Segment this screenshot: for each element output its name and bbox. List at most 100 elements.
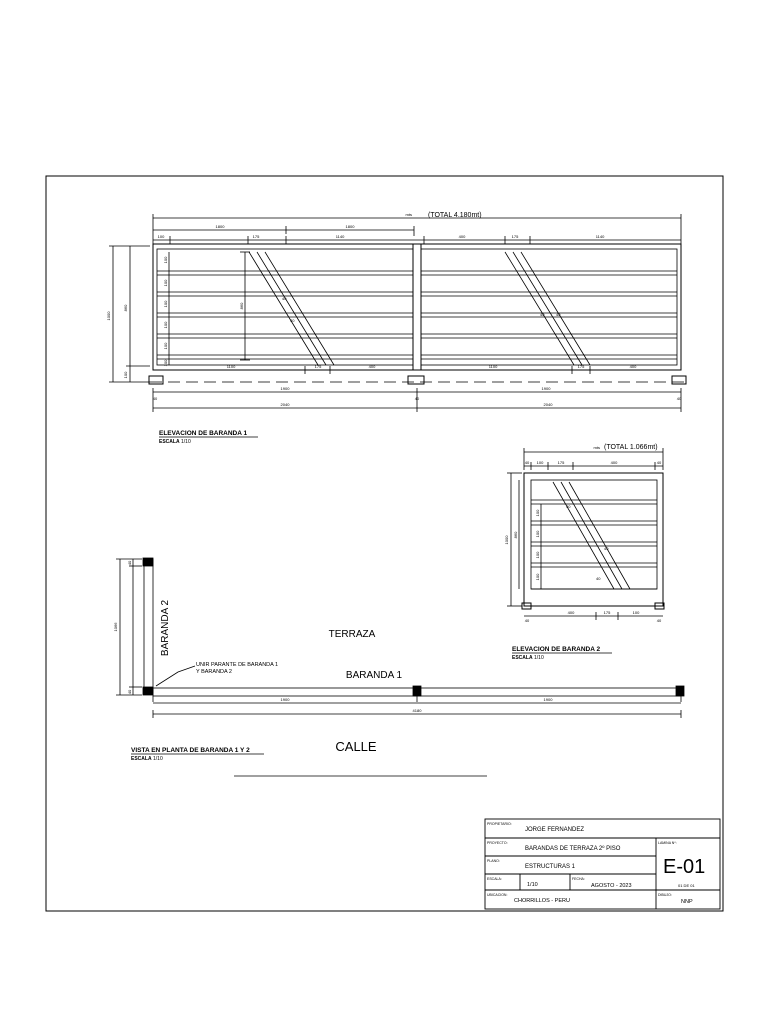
plan-baranda2-label: BARANDA 2: [160, 599, 171, 656]
b1-span-2: 1900: [542, 386, 552, 391]
b1-scale-label: ESCALA: [159, 439, 180, 445]
b1-sub-4: 400: [459, 234, 466, 239]
plan-baranda1-label: BARANDA 1: [346, 670, 403, 681]
tb-proyecto: BARANDAS DE TERRAZA 2º PISO: [525, 845, 621, 852]
plan-note-line1: UNIR PARANTE DE BARANDA 1: [196, 662, 278, 668]
baranda2-elevation: [507, 448, 665, 620]
tb-proyecto-label: PROYECTO:: [487, 841, 508, 845]
b1-post-3: 40: [677, 396, 682, 401]
plan-scale: 1/10: [153, 756, 163, 762]
b2-gap-3: 100: [535, 551, 540, 558]
b1-sub-6: 1140: [596, 234, 605, 239]
plan-h-total: 4180: [413, 708, 423, 713]
tb-lamina-sub: 01 DE 01: [678, 883, 695, 888]
plan-v-total: 1066: [113, 622, 118, 632]
tb-escala-label: ESCALA:: [487, 877, 502, 881]
b1-sub-5: 175: [512, 234, 519, 239]
b2-post-2: 40: [657, 618, 662, 623]
b1-gap-2: 100: [163, 279, 168, 286]
b2-top-2: 100: [537, 460, 544, 465]
b2-gap-2: 100: [535, 530, 540, 537]
b1-gap-5: 100: [163, 342, 168, 349]
plan-view: [116, 557, 685, 777]
b1-bottom-2: 2040: [544, 402, 554, 407]
plan-v-a: 40: [127, 560, 132, 565]
b1-left-total: 1000: [106, 311, 111, 321]
title-block-texts: PROPIETARIO: JORGE FERNANDEZ PROYECTO: B…: [487, 822, 705, 905]
b1-diag-2: 40: [290, 318, 295, 323]
b2-base-2: 175: [604, 610, 611, 615]
plan-caption: VISTA EN PLANTA DE BARANDA 1 Y 2 ESCALA …: [131, 747, 264, 762]
plan-note-line2: Y BARANDA 2: [196, 669, 232, 675]
plan-h-1: 1900: [281, 697, 291, 702]
title-block: [484, 818, 721, 910]
tb-propietario-label: PROPIETARIO:: [487, 822, 512, 826]
b2-left-inner: 860: [513, 531, 518, 538]
b1-total-prefix: mts: [406, 212, 412, 217]
b1-span-1: 1900: [281, 386, 291, 391]
b2-left-total: 1000: [504, 535, 509, 545]
b2-top-4: 400: [611, 460, 618, 465]
b1-base-4: 1100: [489, 364, 498, 369]
b1-base-1: 1100: [227, 364, 236, 369]
b1-post-2: 40: [415, 396, 420, 401]
plan-h-2: 1900: [544, 697, 554, 702]
b1-scale: 1/10: [181, 439, 191, 445]
b2-diag-3: 40: [596, 576, 601, 581]
b2-base-1: 400: [568, 610, 575, 615]
tb-fecha-label: FECHA:: [572, 877, 585, 881]
b1-sub-1: 100: [158, 234, 165, 239]
b2-scale: 1/10: [534, 655, 544, 661]
b1-top-b: 1800: [346, 224, 356, 229]
tb-ubicacion-label: UBICACION:: [487, 893, 507, 897]
sheet-border: [45, 175, 724, 912]
tb-propietario: JORGE FERNANDEZ: [525, 827, 584, 833]
baranda2-caption: ELEVACION DE BARANDA 2 ESCALA 1/10: [512, 646, 612, 661]
tb-ubicacion: CHORRILLOS - PERU: [514, 898, 570, 904]
b1-post-1: 40: [153, 396, 158, 401]
plan-v-b: 40: [127, 689, 132, 694]
b2-total: (TOTAL 1.066mt): [604, 444, 658, 451]
tb-lamina-label: LAMINA Nº:: [658, 841, 677, 845]
b1-gap-4: 100: [163, 321, 168, 328]
b2-post-1: 40: [525, 618, 530, 623]
b1-bottom-1: 2040: [281, 402, 291, 407]
plan-terraza-label: TERRAZA: [329, 629, 376, 640]
b1-gap-1: 100: [163, 256, 168, 263]
plan-texts: 1066 40 40 1900 1900 4180 BARANDA 2 BARA…: [113, 560, 553, 754]
tb-escala: 1/10: [527, 882, 538, 888]
b1-base-3: 400: [369, 364, 376, 369]
baranda2-dim-texts: mts (TOTAL 1.066mt) 40 100 175 400 40 10…: [504, 444, 662, 623]
b1-inner-h: 860: [239, 302, 244, 309]
b1-gap-3: 100: [163, 300, 168, 307]
b2-total-prefix: mts: [594, 445, 600, 450]
b1-base-2: 175: [315, 364, 322, 369]
b2-base-3: 100: [633, 610, 640, 615]
baranda1-caption: ELEVACION DE BARANDA 1 ESCALA 1/10: [159, 430, 258, 445]
tb-dibujo: NNP: [681, 899, 693, 905]
baranda1-dim-texts: mts (TOTAL 4.180mt) 1800 1800 100 175 11…: [106, 212, 682, 407]
tb-lamina: E-01: [663, 856, 705, 878]
b1-base-5: 175: [578, 364, 585, 369]
b2-top-1: 40: [525, 460, 530, 465]
plan-title: VISTA EN PLANTA DE BARANDA 1 Y 2: [131, 747, 250, 754]
tb-fecha: AGOSTO - 2023: [591, 883, 632, 889]
b1-base-6: 400: [630, 364, 637, 369]
b2-scale-label: ESCALA: [512, 655, 533, 661]
b1-diag-3: 40: [540, 312, 545, 317]
b1-top-a: 1800: [216, 224, 226, 229]
b1-left-inner: 860: [123, 304, 128, 311]
b1-diag-4: 40: [556, 312, 561, 317]
baranda1-elevation: [109, 214, 690, 412]
b1-sub-2: 175: [253, 234, 260, 239]
plan-calle-label: CALLE: [335, 739, 377, 754]
b2-title: ELEVACION DE BARANDA 2: [512, 646, 601, 653]
b2-gap-4: 100: [535, 573, 540, 580]
b1-title: ELEVACION DE BARANDA 1: [159, 430, 248, 437]
b1-left-base: 100: [123, 371, 128, 378]
tb-plano-label: PLANO:: [487, 859, 500, 863]
b2-top-3: 175: [558, 460, 565, 465]
tb-plano: ESTRUCTURAS 1: [525, 864, 576, 870]
b2-diag-1: 40: [566, 504, 571, 509]
b2-gap-1: 100: [535, 509, 540, 516]
